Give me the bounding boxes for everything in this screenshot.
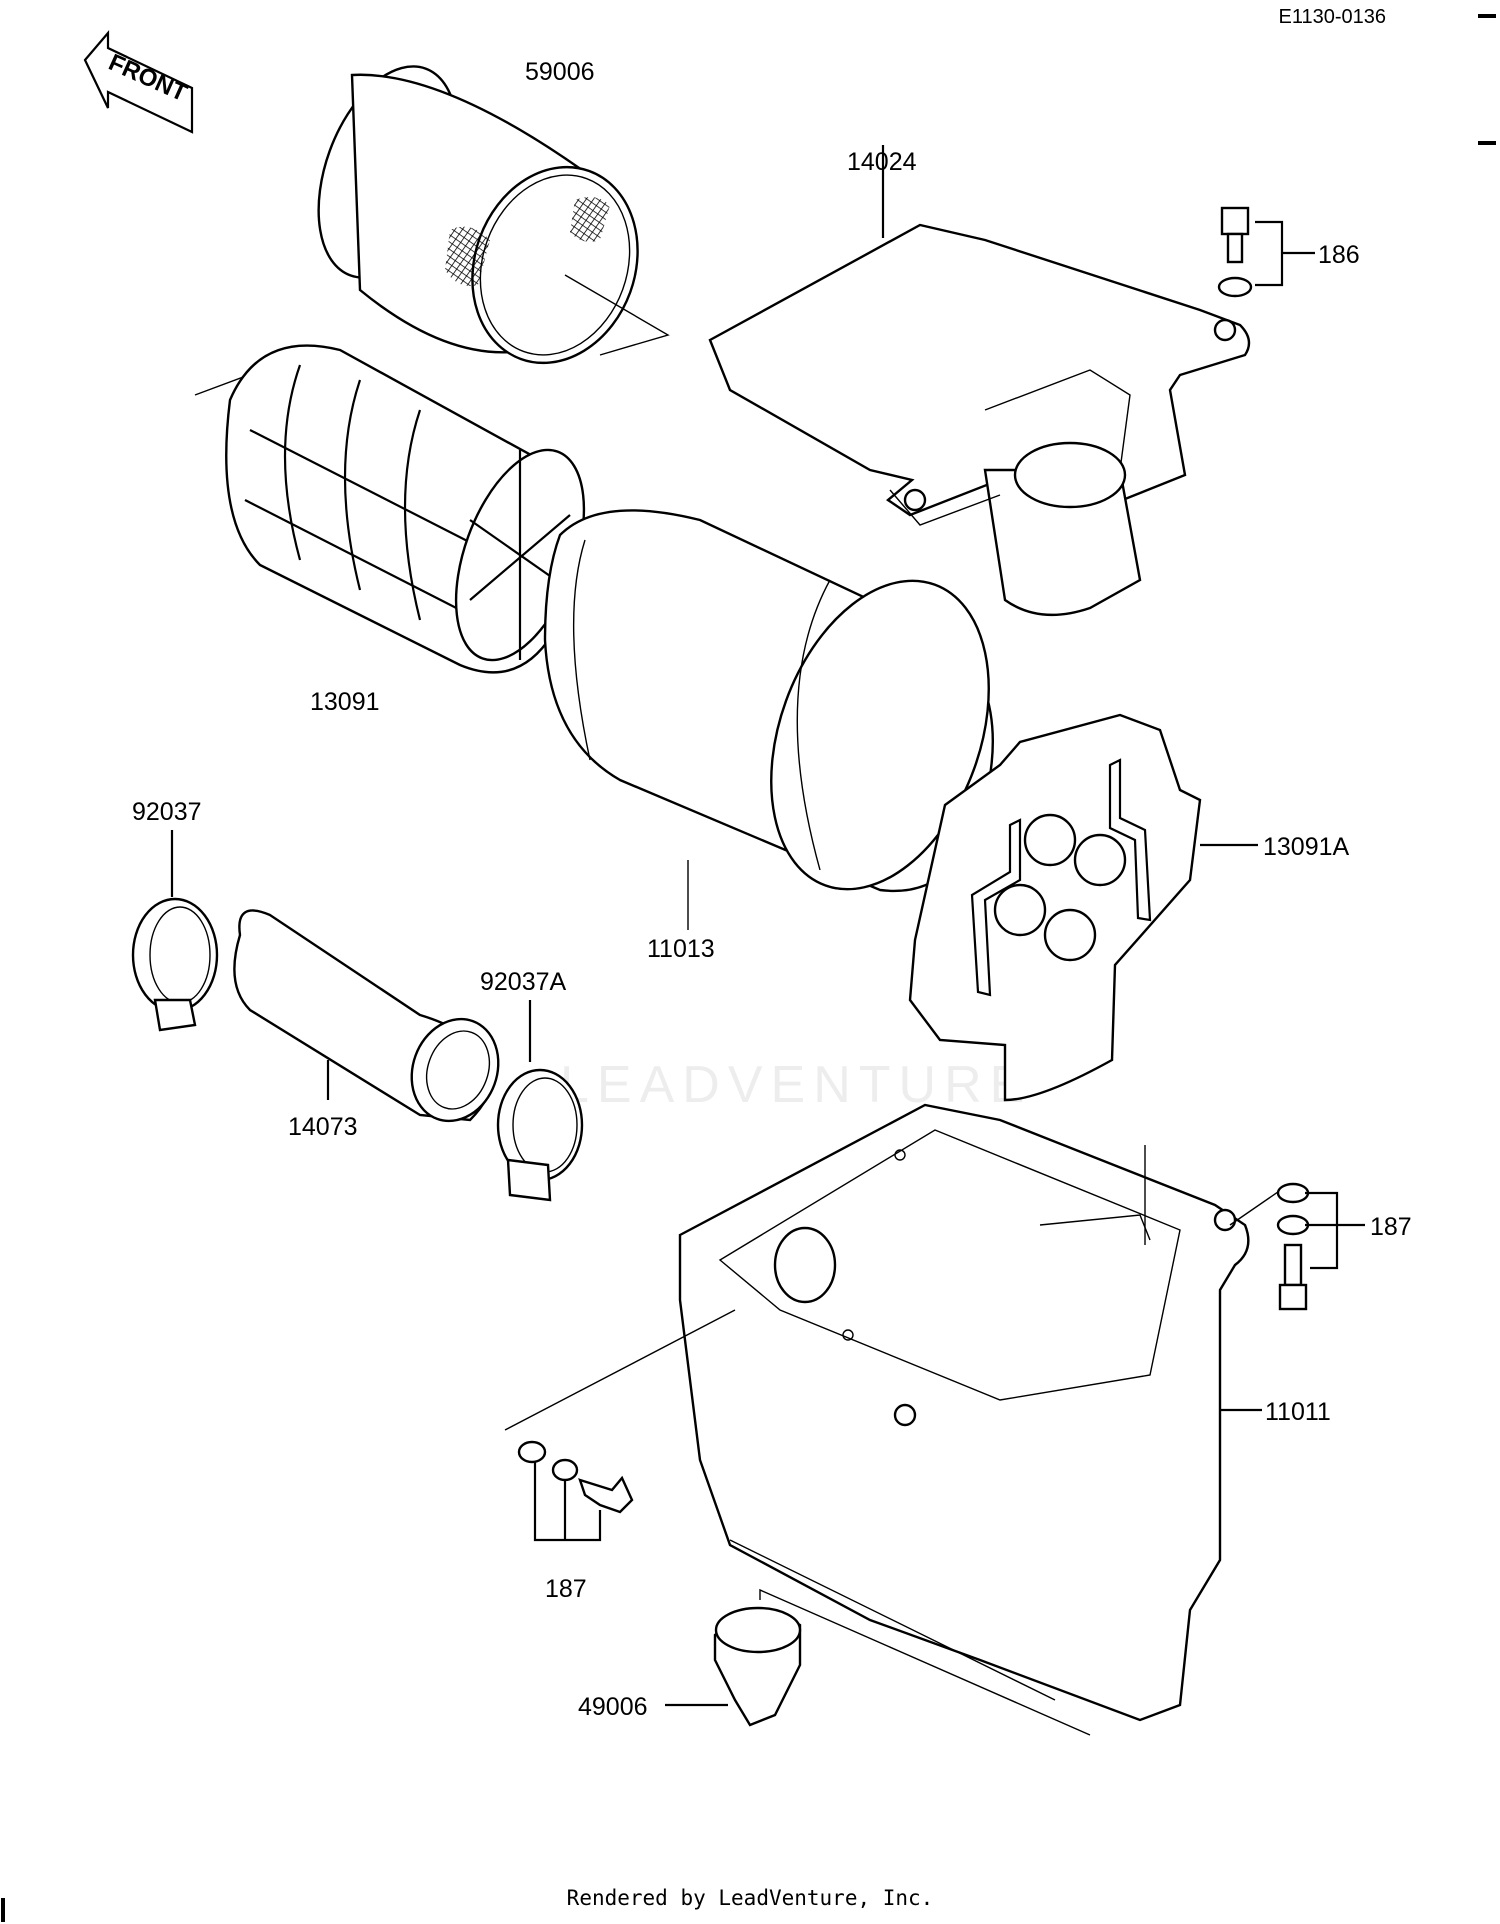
part-186-bolt-washer[interactable] — [1217, 206, 1315, 298]
part-92037-clamp[interactable] — [131, 830, 219, 1032]
callout-49006[interactable]: 49006 — [578, 1693, 648, 1721]
part-49006-drain[interactable] — [665, 1588, 1091, 1736]
diagram-code: E1130-0136 — [1278, 6, 1387, 28]
callout-14024[interactable]: 14024 — [847, 148, 917, 176]
part-59006-prefilter[interactable] — [292, 47, 670, 386]
part-187-right-hardware[interactable] — [1229, 1182, 1365, 1311]
part-11011-case[interactable] — [678, 1103, 1262, 1722]
part-13091a-back-plate[interactable] — [908, 713, 1258, 1102]
callout-92037a[interactable]: 92037A — [480, 968, 567, 996]
callout-186[interactable]: 186 — [1318, 241, 1360, 269]
part-187-bottom-hardware[interactable] — [504, 1309, 736, 1542]
callout-92037[interactable]: 92037 — [132, 798, 202, 826]
callout-11011[interactable]: 11011 — [1265, 1398, 1331, 1426]
front-indicator: FRONT — [105, 49, 192, 107]
callout-13091a[interactable]: 13091A — [1263, 833, 1350, 861]
front-arrow-icon: FRONT — [83, 30, 194, 134]
part-14073-duct[interactable] — [233, 909, 512, 1134]
part-11013-element[interactable] — [543, 509, 1029, 930]
callout-187-right[interactable]: 187 — [1370, 1213, 1412, 1241]
callout-187-bottom[interactable]: 187 — [545, 1575, 587, 1603]
footer-credit: Rendered by LeadVenture, Inc. — [566, 1886, 934, 1910]
callout-59006[interactable]: 59006 — [525, 58, 595, 86]
part-92037a-clamp[interactable] — [496, 1000, 584, 1202]
callout-14073[interactable]: 14073 — [288, 1113, 358, 1141]
watermark: LEADVENTURE — [560, 1056, 1033, 1114]
part-14024-cover[interactable] — [708, 145, 1251, 617]
callout-11013[interactable]: 11013 — [647, 935, 715, 963]
callout-13091[interactable]: 13091 — [310, 688, 380, 716]
